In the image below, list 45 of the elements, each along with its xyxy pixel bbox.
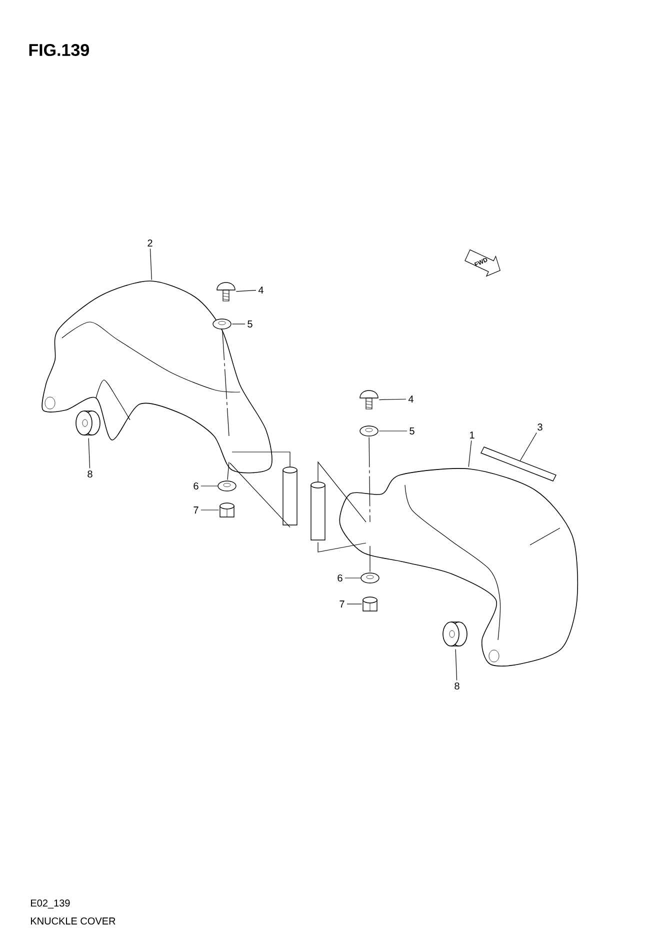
- callout-number: 4: [408, 396, 414, 402]
- callout-number: 8: [454, 682, 460, 690]
- sticker-drawing: [480, 446, 556, 482]
- screw-drawing: [216, 282, 236, 302]
- callout-number: 3: [538, 423, 542, 431]
- center-line: [222, 330, 230, 436]
- nut-drawing: [220, 502, 234, 518]
- washer-drawing: [218, 480, 236, 492]
- callout-number: 4: [258, 286, 264, 294]
- guide-line: [318, 461, 366, 522]
- bolt-drawing: [310, 482, 326, 540]
- leader-line: [520, 432, 537, 462]
- leader-line: [455, 648, 458, 681]
- callout-number: 8: [88, 470, 92, 478]
- leader-line: [378, 398, 406, 400]
- leader-line: [236, 290, 256, 292]
- callout-number: 7: [194, 506, 198, 514]
- callout-number: 6: [194, 482, 198, 490]
- center-line: [227, 462, 230, 480]
- nut-drawing: [362, 596, 378, 612]
- drawing-code: E02_139: [31, 900, 70, 908]
- leader-line: [378, 430, 408, 432]
- callout-number: 7: [340, 600, 344, 608]
- callout-number: 1: [470, 432, 474, 438]
- callout-number: 5: [248, 320, 252, 328]
- screw-drawing: [360, 390, 378, 410]
- bolt-drawing: [282, 466, 298, 526]
- guide-line: [230, 462, 290, 528]
- washer-drawing: [360, 572, 380, 584]
- callout-number: 2: [148, 240, 152, 246]
- washer-drawing: [212, 318, 232, 330]
- leader-line: [88, 438, 90, 469]
- grommet-drawing: [442, 622, 468, 646]
- cover-right-drawing: [339, 468, 578, 666]
- guide-line: [232, 452, 290, 468]
- figure-title: FIG.139: [29, 44, 89, 56]
- callout-number: 6: [338, 574, 342, 582]
- grommet-drawing: [76, 410, 100, 436]
- caption: KNUCKLE COVER: [31, 917, 116, 925]
- guide-line: [318, 542, 366, 552]
- leader-line: [468, 440, 472, 468]
- leader-line: [150, 248, 152, 280]
- washer-drawing: [360, 426, 378, 436]
- callout-number: 5: [410, 428, 414, 434]
- center-line: [368, 436, 370, 522]
